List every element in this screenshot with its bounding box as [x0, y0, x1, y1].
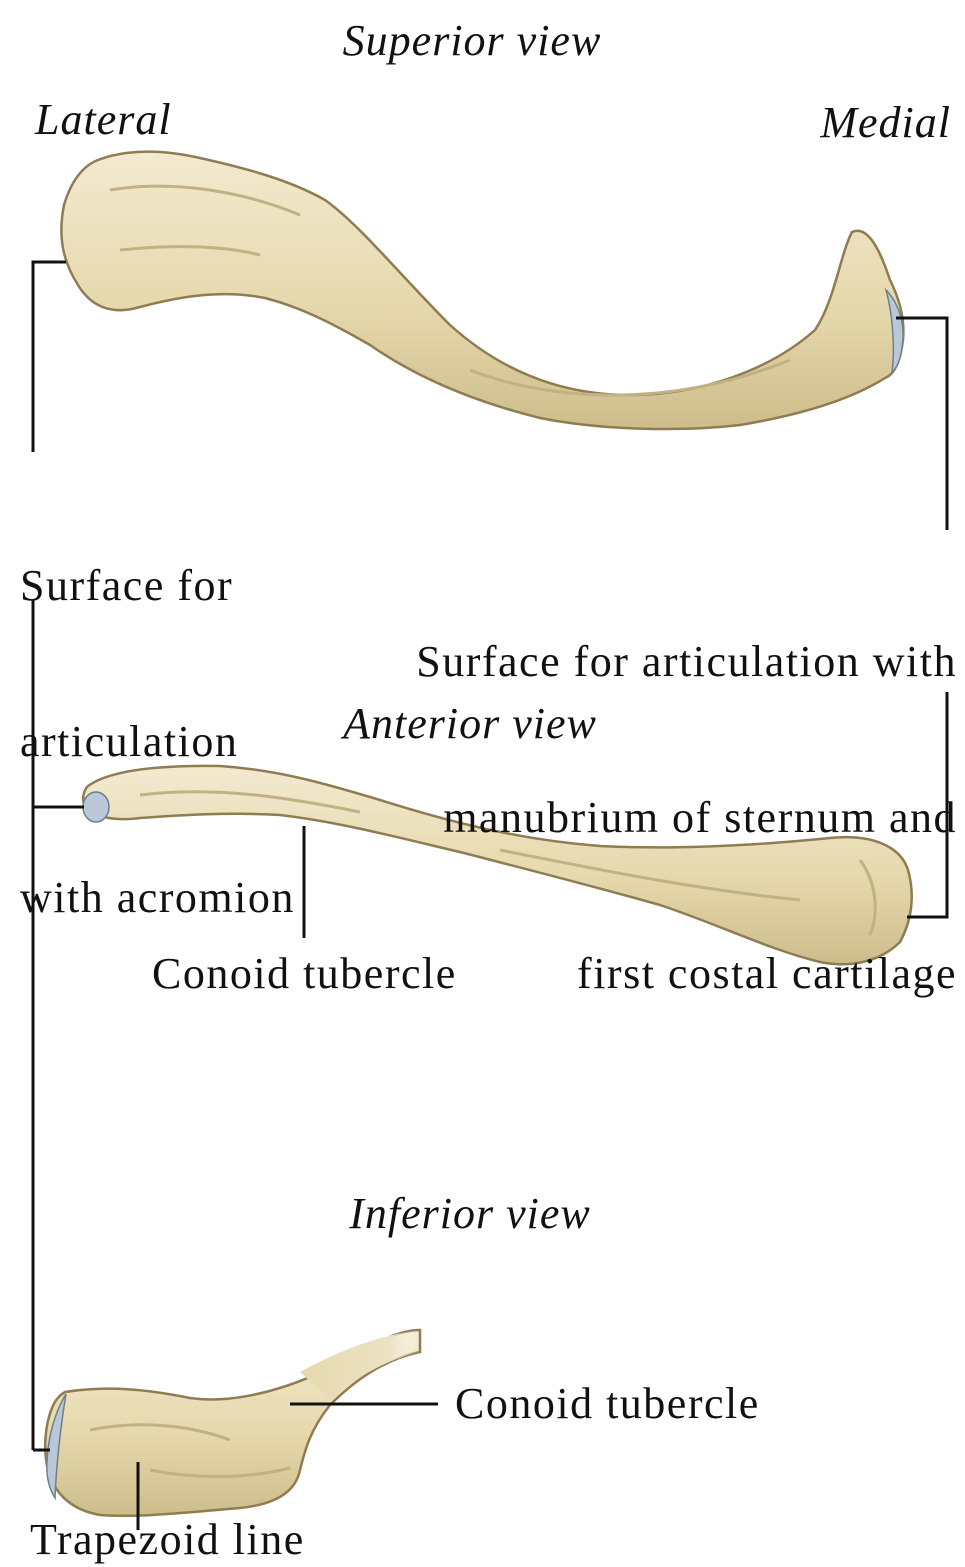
trapezoid-line-label: Trapezoid line — [30, 1514, 305, 1566]
superior-view-title: Superior view — [343, 15, 602, 67]
sternal-leader-superior — [896, 318, 947, 530]
lateral-label: Lateral — [35, 94, 172, 146]
anterior-view-title: Anterior view — [343, 698, 597, 750]
acromion-surface-label-line: articulation — [20, 716, 295, 768]
sternal-surface-label-line: first costal cartilage — [416, 948, 957, 1000]
conoid-tubercle-label-inferior: Conoid tubercle — [455, 1378, 760, 1430]
acromion-surface-label-line: with acromion — [20, 872, 295, 924]
acromion-surface-label-line: Surface for — [20, 560, 295, 612]
inferior-view-clavicle — [45, 1330, 420, 1516]
conoid-tubercle-label-anterior: Conoid tubercle — [152, 948, 457, 1000]
sternal-surface-label-line: Surface for articulation with — [416, 636, 957, 688]
superior-view-clavicle — [61, 152, 903, 430]
sternal-surface-label: Surface for articulation with manubrium … — [416, 532, 957, 1052]
inferior-view-title: Inferior view — [349, 1188, 591, 1240]
superior-bone-shape — [61, 152, 903, 430]
medial-label: Medial — [820, 97, 951, 149]
acromion-surface-label: Surface for articulation with acromion — [20, 456, 295, 976]
sternal-surface-label-line: manubrium of sternum and — [416, 792, 957, 844]
acromion-leader-superior — [33, 262, 66, 452]
